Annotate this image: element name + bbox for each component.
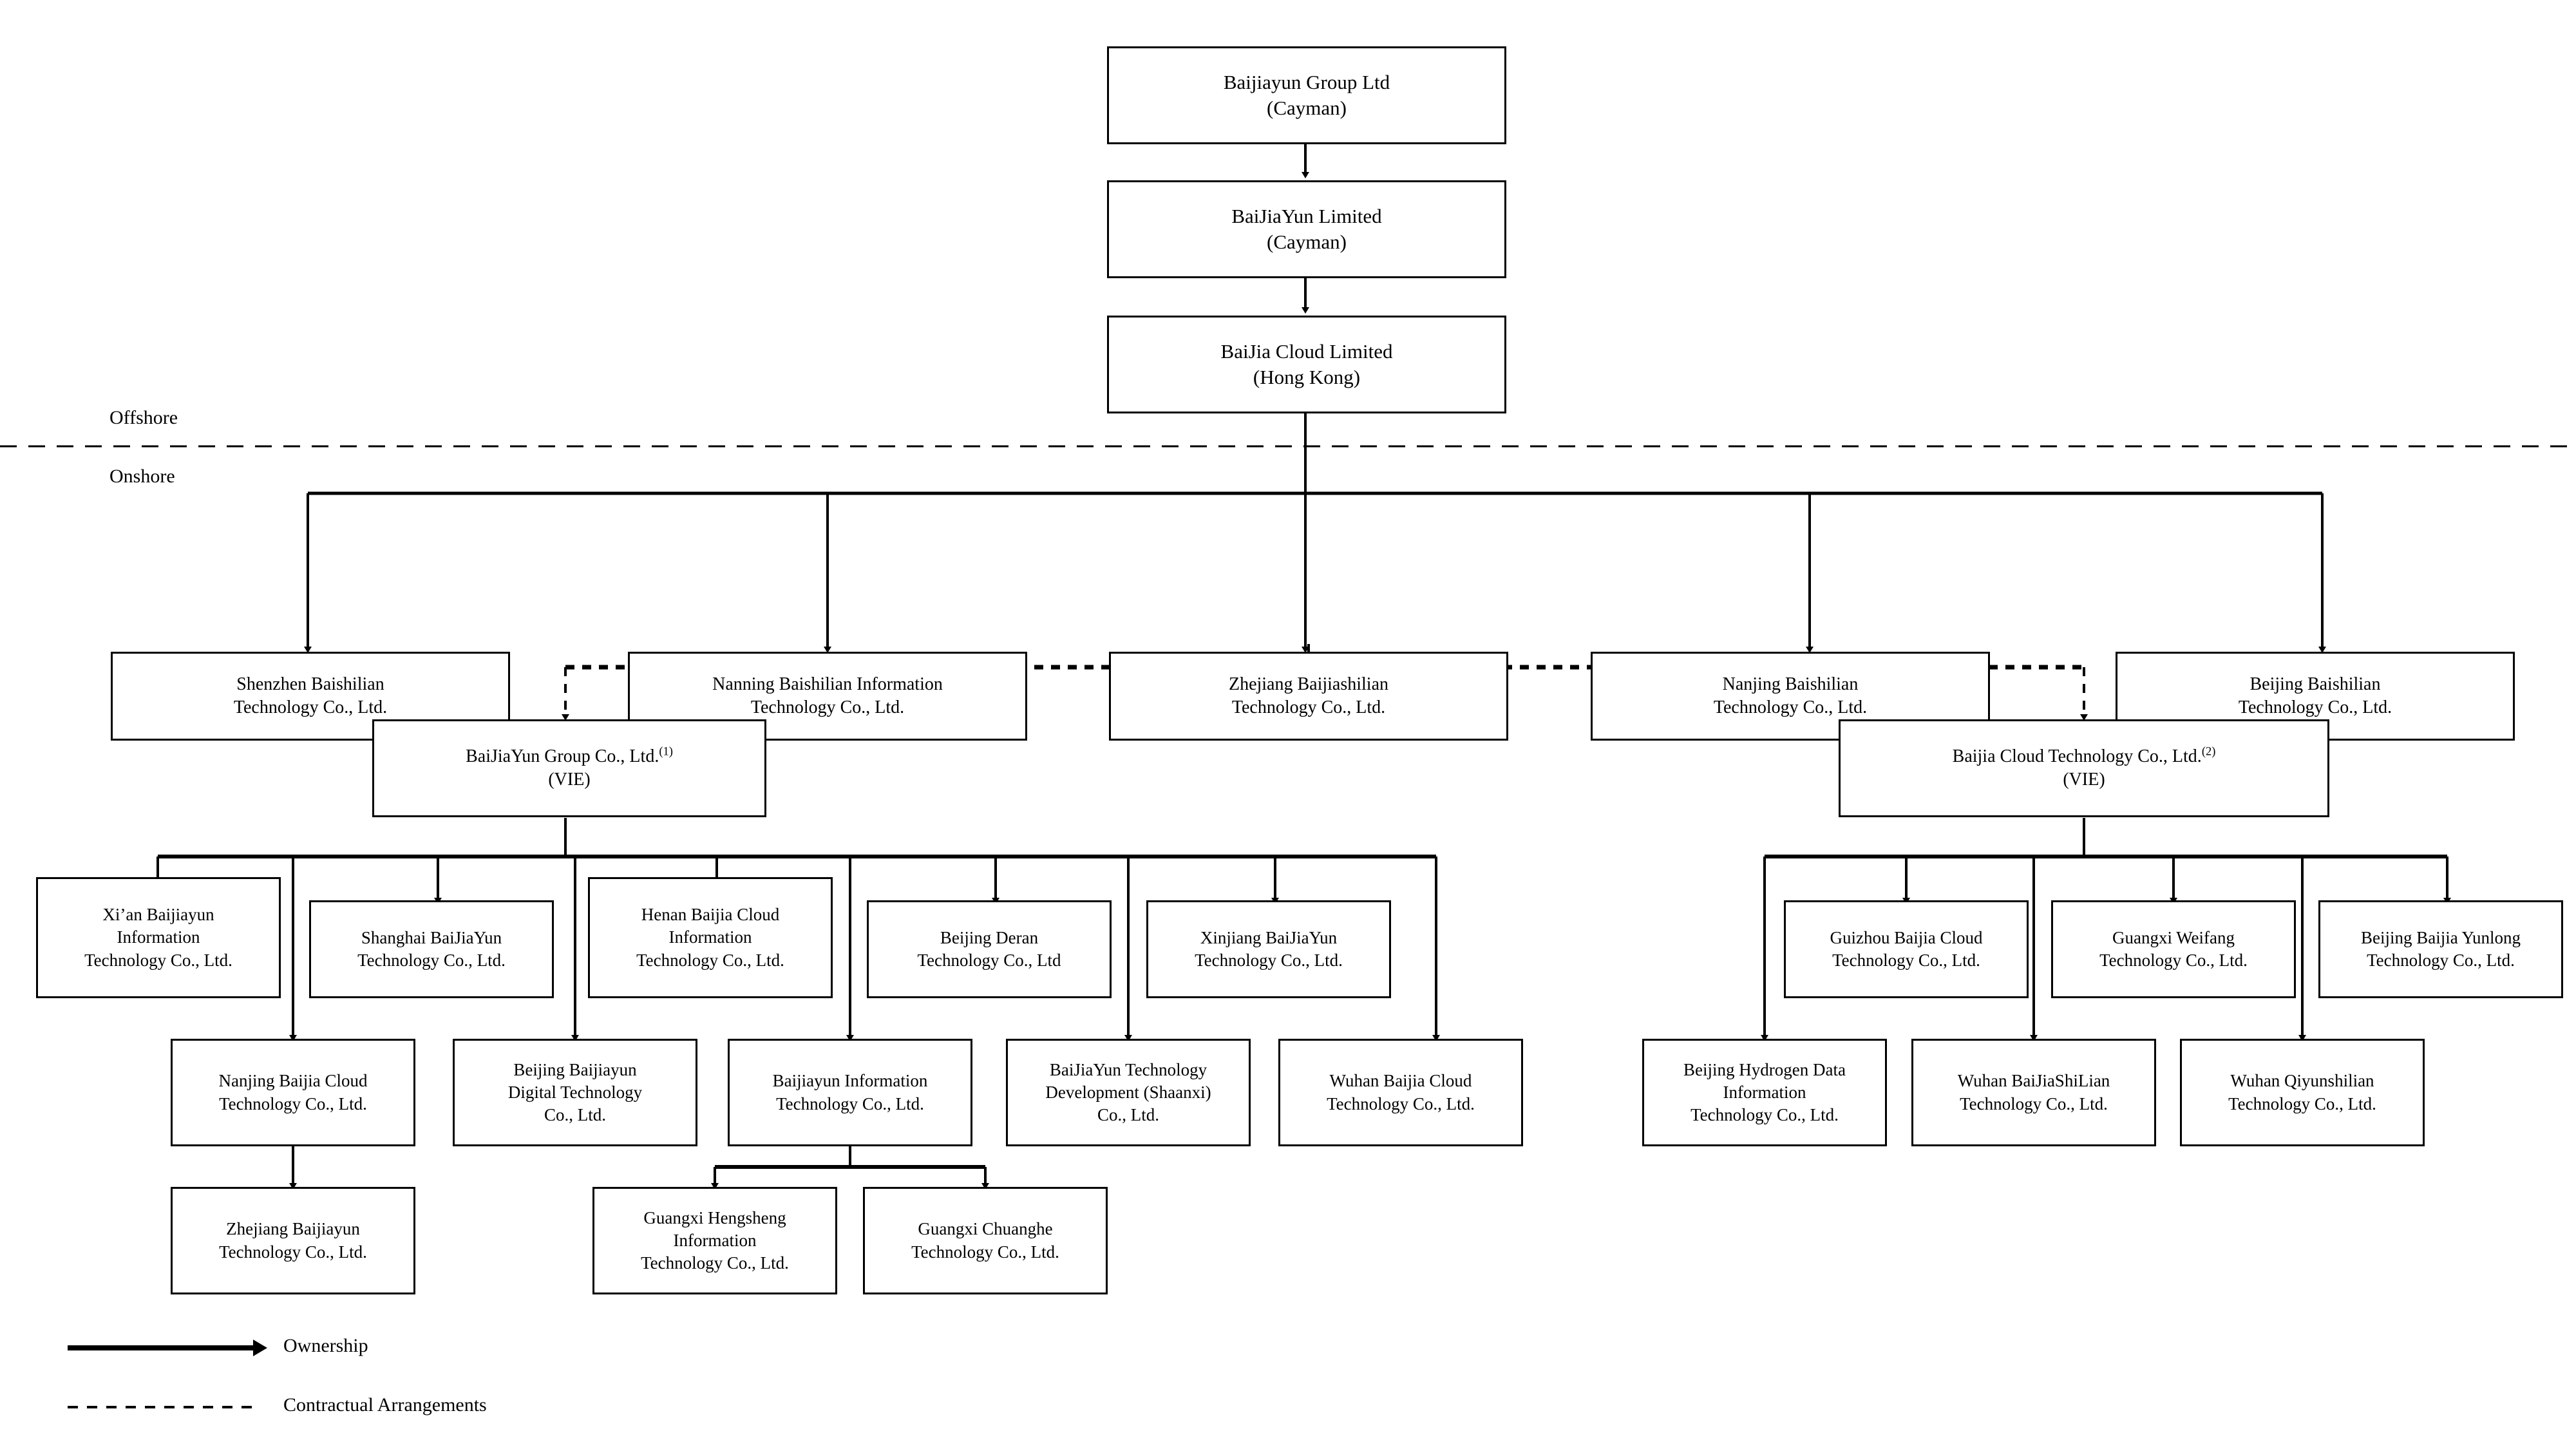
node-line-1: Wuhan Baijia Cloud <box>1329 1071 1472 1091</box>
node-line-3: Technology Co., Ltd. <box>84 950 232 970</box>
node-line-1: Baijiayun Information <box>772 1071 928 1091</box>
node-line-2: Technology Co., Ltd. <box>219 1094 367 1113</box>
node-guangxi-hengsheng-information[interactable]: Guangxi Hengsheng Information Technology… <box>592 1187 837 1294</box>
node-line-2: Technology Co., Ltd. <box>2367 951 2515 970</box>
node-line-2: Technology Co., Ltd. <box>776 1094 924 1113</box>
node-line-1: Wuhan BaiJiaShiLian <box>1957 1071 2110 1091</box>
node-wuhan-qiyunshilian[interactable]: Wuhan Qiyunshilian Technology Co., Ltd. <box>2180 1039 2425 1146</box>
node-nanjing-baijia-cloud[interactable]: Nanjing Baijia Cloud Technology Co., Ltd… <box>171 1039 415 1146</box>
node-line-1: Shenzhen Baishilian <box>236 674 384 694</box>
node-line-2: (VIE) <box>2063 770 2105 790</box>
node-zhejiang-baijiashilian[interactable]: Zhejiang Baijiashilian Technology Co., L… <box>1109 652 1508 741</box>
node-line-1: Nanning Baishilian Information <box>712 674 943 694</box>
node-line-2: Technology Co., Ltd. <box>1713 697 1868 717</box>
node-guizhou-baijia-cloud[interactable]: Guizhou Baijia Cloud Technology Co., Ltd… <box>1784 900 2029 998</box>
node-line-2: (VIE) <box>548 770 591 790</box>
node-line-2: Technology Co., Ltd. <box>750 697 905 717</box>
node-line-2: Technology Co., Ltd. <box>2238 697 2392 717</box>
node-baijiayun-technology-development-shaanxi[interactable]: BaiJiaYun Technology Development (Shaanx… <box>1006 1039 1251 1146</box>
node-wuhan-baijia-cloud[interactable]: Wuhan Baijia Cloud Technology Co., Ltd. <box>1278 1039 1523 1146</box>
node-line-2: (Cayman) <box>1267 231 1347 253</box>
node-line-1: Beijing Hydrogen Data <box>1683 1059 1846 1079</box>
node-line-2: Technology Co., Ltd. <box>357 951 506 970</box>
node-line-1: Guangxi Weifang <box>2112 927 2235 947</box>
node-line-1: Baijia Cloud Technology Co., Ltd.(2) <box>1953 745 2216 768</box>
node-line-2: Information <box>1723 1082 1806 1102</box>
node-line-1: BaiJia Cloud Limited <box>1220 339 1393 363</box>
node-line-2: Information <box>673 1230 757 1250</box>
node-line-2: Technology Co., Ltd. <box>2099 951 2248 970</box>
node-line-1: Zhejiang Baijiashilian <box>1228 674 1389 694</box>
node-line-1: Guizhou Baijia Cloud <box>1830 927 1983 947</box>
node-line-2: Technology Co., Ltd. <box>1327 1094 1475 1113</box>
node-line-1: BaiJiaYun Group Co., Ltd.(1) <box>466 745 673 768</box>
node-line-1: Xinjiang BaiJiaYun <box>1200 927 1338 947</box>
node-beijing-hydrogen-data-information[interactable]: Beijing Hydrogen Data Information Techno… <box>1642 1039 1887 1146</box>
node-vie-baijia-cloud-technology[interactable]: Baijia Cloud Technology Co., Ltd.(2) (VI… <box>1839 719 2329 817</box>
node-line-1: Wuhan Qiyunshilian <box>2230 1071 2374 1091</box>
node-xinjiang-baijiayun[interactable]: Xinjiang BaiJiaYun Technology Co., Ltd. <box>1146 900 1391 998</box>
node-line-1: Guangxi Chuanghe <box>918 1219 1053 1239</box>
node-line-1: Beijing Baijiayun <box>513 1059 637 1079</box>
node-baijiayun-group-ltd[interactable]: Baijiayun Group Ltd (Cayman) <box>1107 46 1506 144</box>
node-line-1: Shanghai BaiJiaYun <box>361 927 502 947</box>
node-line-2: Information <box>668 927 752 947</box>
node-guangxi-weifang[interactable]: Guangxi Weifang Technology Co., Ltd. <box>2051 900 2296 998</box>
node-line-1: Nanjing Baishilian <box>1722 674 1859 694</box>
node-line-2: Technology Co., Ltd. <box>1231 697 1386 717</box>
node-line-2: Technology Co., Ltd. <box>1960 1094 2108 1113</box>
node-baijiayun-limited[interactable]: BaiJiaYun Limited (Cayman) <box>1107 180 1506 278</box>
node-beijing-baijia-yunlong[interactable]: Beijing Baijia Yunlong Technology Co., L… <box>2318 900 2563 998</box>
node-beijing-baijiayun-digital[interactable]: Beijing Baijiayun Digital Technology Co.… <box>453 1039 697 1146</box>
node-beijing-deran[interactable]: Beijing Deran Technology Co., Ltd <box>867 900 1112 998</box>
band-label-offshore: Offshore <box>109 407 178 428</box>
node-line-1: Zhejiang Baijiayun <box>226 1219 360 1239</box>
vie2-name: Baijia Cloud Technology Co., Ltd. <box>1952 746 2202 766</box>
node-line-2: (Cayman) <box>1267 97 1347 119</box>
node-line-1: Beijing Baishilian <box>2249 674 2381 694</box>
node-line-2: Technology Co., Ltd. <box>1832 951 1980 970</box>
node-line-1: BaiJiaYun Technology <box>1049 1059 1208 1079</box>
node-line-2: Technology Co., Ltd. <box>219 1242 367 1262</box>
node-henan-baijia-cloud-information[interactable]: Henan Baijia Cloud Information Technolog… <box>588 877 833 998</box>
footnote-marker-2: (2) <box>2201 744 2216 758</box>
node-line-3: Co., Ltd. <box>1097 1105 1159 1125</box>
node-line-3: Technology Co., Ltd. <box>1690 1105 1839 1125</box>
node-line-1: Xi’an Baijiayun <box>102 905 214 925</box>
footnote-marker-1: (1) <box>659 744 673 758</box>
node-line-3: Technology Co., Ltd. <box>636 950 784 970</box>
node-line-1: Henan Baijia Cloud <box>641 905 780 925</box>
node-line-2: Technology Co., Ltd. <box>233 697 388 717</box>
node-line-2: Information <box>117 927 200 947</box>
legend-label-contractual: Contractual Arrangements <box>283 1394 487 1416</box>
vie1-name: BaiJiaYun Group Co., Ltd. <box>466 746 659 766</box>
node-line-2: Technology Co., Ltd. <box>1195 951 1343 970</box>
legend-label-ownership: Ownership <box>283 1335 368 1356</box>
node-line-2: Development (Shaanxi) <box>1045 1082 1211 1102</box>
node-line-3: Co., Ltd. <box>544 1105 606 1125</box>
node-guangxi-chuanghe[interactable]: Guangxi Chuanghe Technology Co., Ltd. <box>863 1187 1108 1294</box>
node-wuhan-baijiashilian[interactable]: Wuhan BaiJiaShiLian Technology Co., Ltd. <box>1911 1039 2156 1146</box>
node-line-2: Technology Co., Ltd <box>917 951 1061 970</box>
node-vie-baijiayun-group[interactable]: BaiJiaYun Group Co., Ltd.(1) (VIE) <box>372 719 766 817</box>
node-shanghai-baijiayun[interactable]: Shanghai BaiJiaYun Technology Co., Ltd. <box>309 900 554 998</box>
node-baijiayun-information[interactable]: Baijiayun Information Technology Co., Lt… <box>728 1039 972 1146</box>
node-line-1: Nanjing Baijia Cloud <box>218 1071 368 1091</box>
node-line-1: Beijing Deran <box>940 927 1039 947</box>
node-line-1: Guangxi Hengsheng <box>643 1208 786 1227</box>
node-line-2: (Hong Kong) <box>1253 366 1361 388</box>
node-line-2: Digital Technology <box>507 1082 643 1102</box>
node-line-2: Technology Co., Ltd. <box>911 1242 1059 1262</box>
node-line-1: Beijing Baijia Yunlong <box>2361 927 2521 947</box>
node-zhejiang-baijiayun[interactable]: Zhejiang Baijiayun Technology Co., Ltd. <box>171 1187 415 1294</box>
node-line-2: Technology Co., Ltd. <box>2228 1094 2376 1113</box>
band-label-onshore: Onshore <box>109 466 175 487</box>
node-line-1: Baijiayun Group Ltd <box>1223 70 1390 93</box>
node-line-3: Technology Co., Ltd. <box>641 1253 789 1273</box>
node-line-1: BaiJiaYun Limited <box>1231 204 1382 227</box>
node-xian-baijiayun-information[interactable]: Xi’an Baijiayun Information Technology C… <box>36 877 281 998</box>
node-baijia-cloud-limited[interactable]: BaiJia Cloud Limited (Hong Kong) <box>1107 316 1506 413</box>
